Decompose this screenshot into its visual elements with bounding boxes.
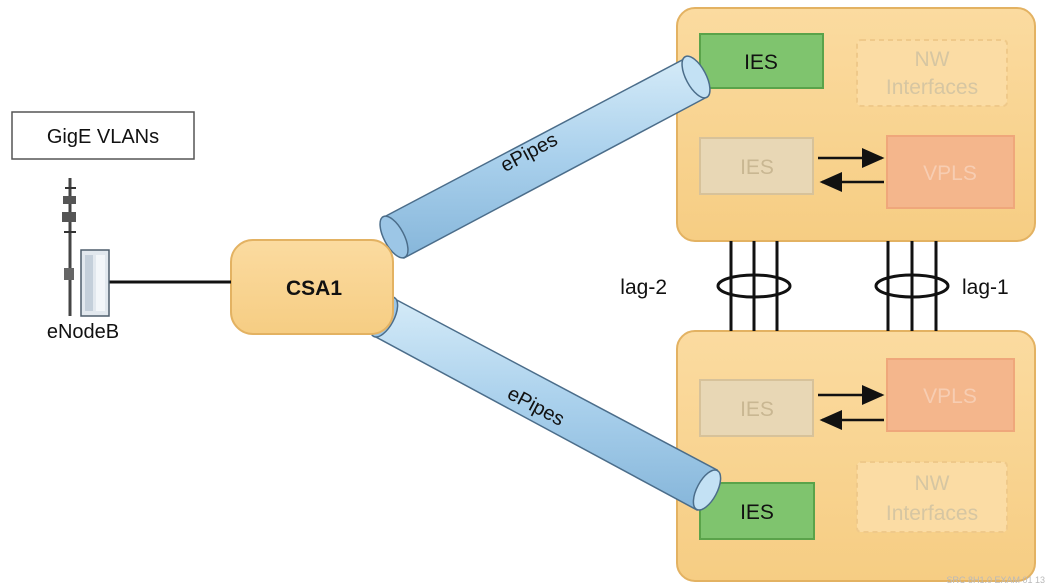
router-bottom-nw-line2: Interfaces: [886, 502, 978, 525]
upper-epipe: ePipes: [379, 55, 711, 260]
gige-vlans-label: GigE VLANs: [47, 126, 159, 148]
router-bottom: IES VPLS IES NW Interfaces: [676, 330, 1036, 582]
router-top-ies-inactive-box: [699, 137, 814, 195]
enodeb-icon: [62, 178, 110, 317]
router-top-nw-line2: Interfaces: [886, 76, 978, 99]
lag-2-links: [716, 241, 792, 331]
lag-1-label: lag-1: [962, 276, 1009, 299]
router-bottom-nw-interfaces-box: [856, 461, 1008, 533]
router-bottom-vpls-box: [886, 358, 1015, 432]
enodeb-label: eNodeB: [47, 321, 119, 343]
router-top-ies-inactive-label: IES: [740, 156, 774, 179]
csa1-node: CSA1: [230, 239, 394, 335]
router-bottom-ies-active-box: [699, 482, 815, 540]
router-bottom-nw-line1: NW: [915, 472, 950, 495]
router-top: IES NW Interfaces IES VPLS: [676, 7, 1036, 242]
router-top-ies-active-label: IES: [744, 51, 778, 74]
router-bottom-vpls-label: VPLS: [923, 385, 977, 408]
lag-2-label: lag-2: [620, 276, 667, 299]
lag-1-links: [874, 241, 950, 331]
router-top-vpls-box: [886, 135, 1015, 209]
router-top-vpls-label: VPLS: [923, 162, 977, 185]
router-bottom-ies-inactive-label: IES: [740, 398, 774, 421]
router-bottom-ies-active-label: IES: [740, 501, 774, 524]
router-top-nw-interfaces-box: [856, 39, 1008, 107]
router-bottom-ies-inactive-box: [699, 379, 814, 437]
gige-vlans-box: GigE VLANs: [11, 111, 195, 160]
router-top-nw-line1: NW: [915, 48, 950, 71]
lower-epipe: ePipes: [369, 296, 722, 512]
router-top-ies-active-box: [699, 33, 824, 89]
csa1-label: CSA1: [286, 277, 342, 300]
watermark: SRC 8H1.0 EXAM 01 13: [946, 575, 1045, 585]
